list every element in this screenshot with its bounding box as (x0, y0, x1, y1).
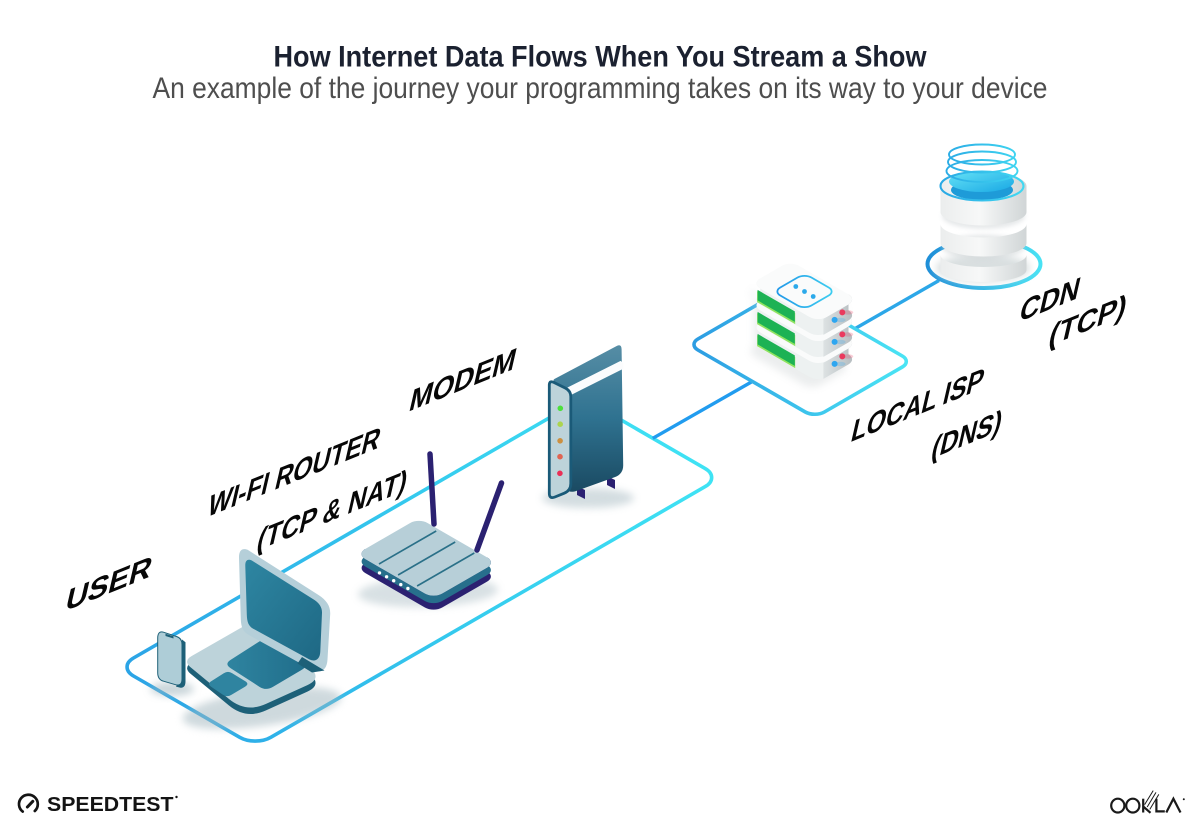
svg-text:USER: USER (62, 549, 155, 619)
svg-text:How Internet Data Flows When Y: How Internet Data Flows When You Stream … (274, 41, 928, 74)
svg-text:MODEM: MODEM (406, 341, 520, 419)
svg-text:SPEEDTEST: SPEEDTEST (47, 793, 174, 816)
svg-text:(DNS): (DNS) (928, 403, 1006, 466)
svg-text:An example of the journey your: An example of the journey your programmi… (153, 72, 1048, 105)
